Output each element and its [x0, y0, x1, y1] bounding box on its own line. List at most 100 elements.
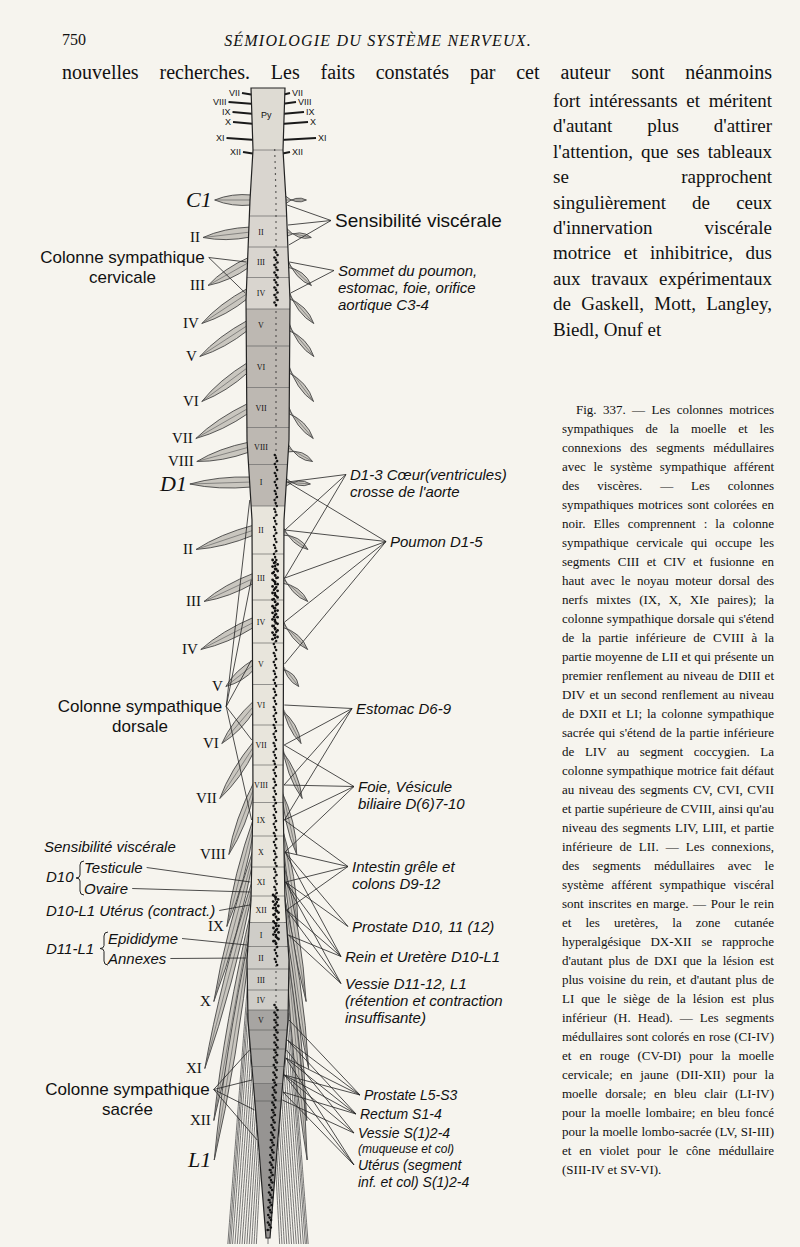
column-label: Colonne sympathique cervicale	[40, 248, 205, 288]
cranial-nerve-number: Py	[261, 110, 272, 120]
sympathetic-dot	[273, 1004, 276, 1007]
cranial-nerve-root	[281, 122, 308, 124]
sympathetic-dot	[276, 269, 279, 272]
segment-boundary	[252, 600, 283, 601]
segment-number: VI	[257, 701, 265, 710]
sympathetic-dot	[275, 748, 277, 750]
leader-line	[289, 221, 331, 246]
root-leaf	[202, 288, 248, 324]
sympathetic-dot	[275, 317, 276, 318]
segment-band	[249, 1030, 287, 1049]
sympathetic-dot	[268, 1216, 271, 1219]
sympathetic-dot	[275, 1021, 278, 1024]
sympathetic-dot	[273, 517, 275, 519]
cauda-root	[276, 1167, 280, 1244]
sympathetic-dot	[275, 266, 278, 269]
sympathetic-dot	[274, 529, 276, 531]
leader-line	[284, 709, 352, 786]
segment-boundary	[252, 1066, 284, 1067]
sympathetic-dot	[270, 1219, 273, 1222]
sympathetic-dot	[275, 977, 276, 978]
root-leaf	[204, 573, 254, 602]
sympathetic-dot	[273, 1034, 276, 1037]
root-leaf	[196, 403, 249, 439]
sympathetic-dot	[275, 251, 278, 254]
root-fibre	[208, 262, 250, 286]
leader-line	[285, 530, 386, 542]
segment-band	[248, 1010, 288, 1030]
root-number: VII	[196, 790, 217, 807]
sympathetic-dot	[275, 239, 276, 240]
leader-line	[289, 262, 334, 271]
sympathetic-dot	[274, 600, 277, 603]
sympathetic-dot	[272, 900, 275, 903]
sympathetic-dot	[274, 1066, 277, 1069]
leader-line	[226, 707, 251, 821]
segment-band	[252, 643, 283, 685]
leader-line	[226, 580, 251, 707]
sympathetic-dot	[272, 1086, 275, 1089]
root-fibre	[285, 232, 311, 238]
sympathetic-dot	[275, 559, 277, 561]
sympathetic-dot	[274, 538, 276, 540]
organ-label: Poumon D1-5	[390, 533, 483, 550]
sympathetic-dot	[273, 1064, 276, 1067]
sympathetic-dot	[268, 1176, 271, 1179]
root-leaf	[200, 320, 248, 357]
sympathetic-dot	[274, 511, 276, 513]
sympathetic-dot	[273, 301, 276, 304]
leader-line	[286, 882, 348, 927]
segment-boundary	[251, 506, 285, 507]
sympathetic-dot	[275, 757, 277, 759]
sympathetic-dot	[275, 311, 276, 312]
root-leaf	[202, 362, 249, 402]
root-fibre	[287, 408, 313, 439]
organ-label: Intestin grêle et colons D9-12	[352, 858, 487, 892]
sympathetic-dot	[274, 490, 276, 492]
organ-label: (muqueuse et col)	[358, 1142, 454, 1156]
sympathetic-dot	[275, 1001, 276, 1002]
sympathetic-dot	[274, 581, 275, 582]
leader-line	[291, 271, 334, 294]
cranial-nerve-number: X	[310, 117, 316, 127]
root-number: III	[190, 277, 205, 294]
sympathetic-dot	[275, 335, 276, 336]
sympathetic-dot	[270, 1124, 273, 1127]
cranial-nerve-root	[227, 138, 256, 140]
organ-label: Testicule	[84, 859, 143, 876]
sympathetic-dot	[275, 419, 276, 420]
sympathetic-dot	[273, 1081, 276, 1084]
sympathetic-dot	[276, 487, 278, 489]
segment-boundary	[249, 464, 288, 465]
leader-line	[284, 542, 386, 665]
segment-boundary	[246, 346, 289, 347]
sympathetic-dot	[271, 1134, 274, 1137]
leader-line	[209, 258, 247, 263]
root-number: V	[186, 348, 197, 365]
root-fibre	[202, 293, 248, 324]
sympathetic-dot	[271, 1181, 274, 1184]
segment-band	[246, 346, 289, 388]
leader-line	[285, 852, 348, 867]
sympathetic-dot	[275, 209, 276, 210]
sympathetic-dot	[275, 793, 277, 795]
root-fibre	[284, 200, 306, 201]
root-number: IV	[183, 315, 199, 332]
organ-label: D10	[46, 868, 74, 885]
sympathetic-dot	[273, 841, 275, 843]
segment-boundary	[247, 427, 289, 428]
organ-label: Utérus (segment inf. et col) S(1)2-4	[358, 1157, 483, 1191]
root-fibre	[281, 745, 302, 799]
sympathetic-dot	[274, 835, 276, 837]
sympathetic-dot	[276, 629, 279, 632]
segment-band	[246, 278, 290, 310]
sympathetic-dot	[276, 1009, 279, 1012]
sympathetic-dot	[273, 1041, 276, 1044]
sympathetic-dot	[275, 233, 276, 234]
sympathetic-dot	[276, 1039, 279, 1042]
sympathetic-dot	[275, 730, 277, 732]
sympathetic-dot	[274, 763, 276, 765]
sympathetic-dot	[275, 221, 276, 222]
sympathetic-dot	[274, 614, 277, 617]
sympathetic-dot	[274, 561, 277, 564]
